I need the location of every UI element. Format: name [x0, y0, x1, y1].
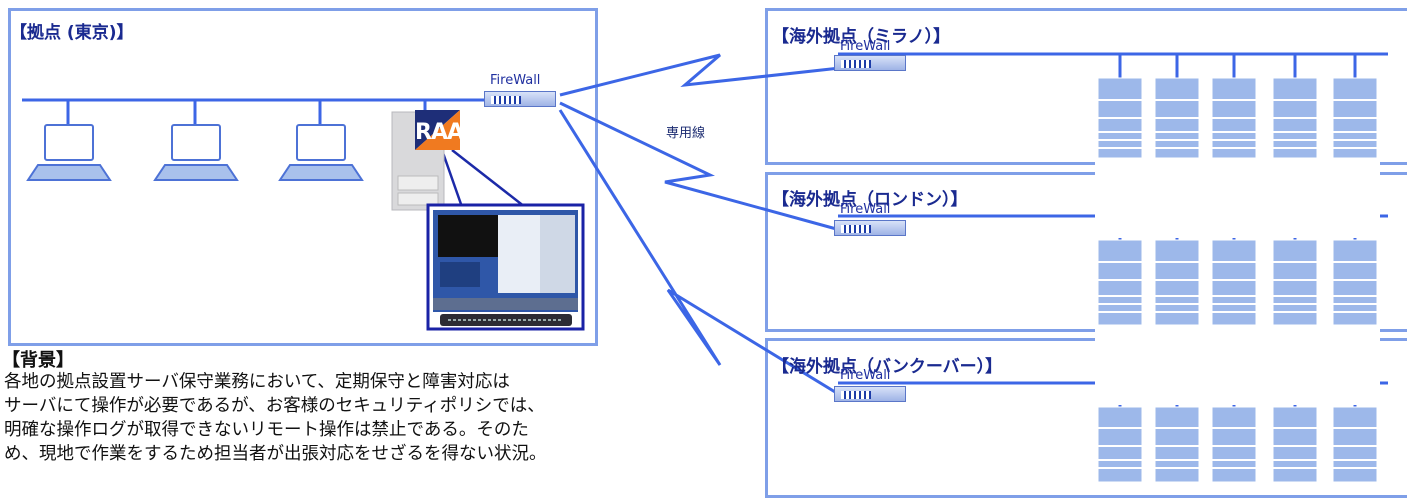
network-diagram: [22, 52, 1388, 482]
firewall-icon: [834, 220, 906, 236]
site-firewall-label-milan: FireWall: [840, 39, 891, 54]
background-heading: 【背景】: [2, 350, 74, 371]
tokyo-firewall-label: FireWall: [490, 73, 541, 88]
site-firewall-label-london: FireWall: [840, 202, 891, 217]
background-line: 明確な操作ログが取得できないリモート操作は禁止である。そのた: [4, 420, 529, 440]
server-group-vancouver: [1097, 406, 1378, 482]
background-line: め、現地で作業をするため担当者が出張対応をせざるを得ない状況。: [4, 444, 547, 464]
background-text: 各地の拠点設置サーバ保守業務において、定期保守と障害対応は サーバにて操作が必要…: [4, 370, 739, 466]
site-title-milan: 【海外拠点（ミラノ）】: [772, 27, 951, 47]
site-title-vancouver: 【海外拠点（バンクーバー）】: [772, 357, 1003, 377]
background-line: サーバにて操作が必要であるが、お客様のセキュリティポリシでは、: [4, 396, 545, 416]
site-title-london: 【海外拠点（ロンドン）】: [772, 190, 968, 210]
laptop-icon: [278, 124, 364, 181]
tokyo-site-title: 【拠点 (東京)】: [10, 23, 134, 43]
firewall-icon: [834, 55, 906, 71]
laptop-icon: [153, 124, 239, 181]
laptop-icon: [26, 124, 112, 181]
raa-logo-text: RAA: [415, 120, 464, 145]
monitor-screenshot-icon: [426, 203, 585, 331]
site-firewall-label-vancouver: FireWall: [840, 368, 891, 383]
raa-logo-icon: [415, 110, 460, 150]
server-group-london: [1097, 239, 1378, 326]
firewall-icon: [484, 91, 556, 107]
leased-line-label: 専用線: [666, 126, 706, 141]
firewall-icon: [834, 386, 906, 402]
background-line: 各地の拠点設置サーバ保守業務において、定期保守と障害対応は: [4, 372, 510, 392]
